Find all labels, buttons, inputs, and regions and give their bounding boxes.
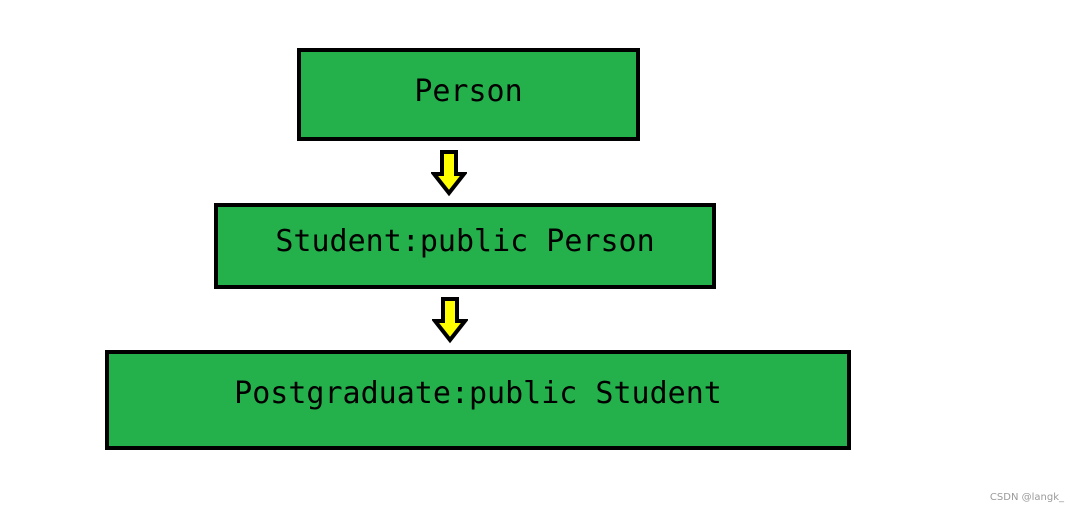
node-student-label: Student:public Person: [275, 224, 655, 259]
node-student: Student:public Person: [214, 203, 716, 289]
node-person-label: Person: [414, 73, 523, 109]
down-arrow-icon: [432, 297, 468, 344]
node-postgraduate-label: Postgraduate:public Student: [234, 376, 722, 411]
node-postgraduate: Postgraduate:public Student: [105, 350, 851, 450]
down-arrow-icon: [431, 150, 467, 197]
watermark: CSDN @langk_: [989, 492, 1064, 503]
node-person: Person: [297, 48, 640, 141]
